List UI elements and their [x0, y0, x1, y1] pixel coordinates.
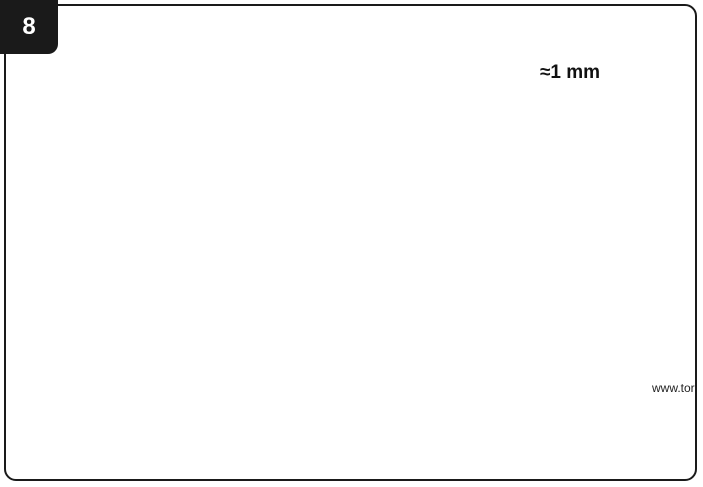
step-number-badge: 8: [0, 0, 58, 54]
step-number: 8: [22, 13, 36, 40]
clearance-label: ≈1 mm: [540, 62, 601, 83]
figure-frame: [4, 4, 697, 481]
website-watermark: www.tor: [652, 381, 695, 395]
